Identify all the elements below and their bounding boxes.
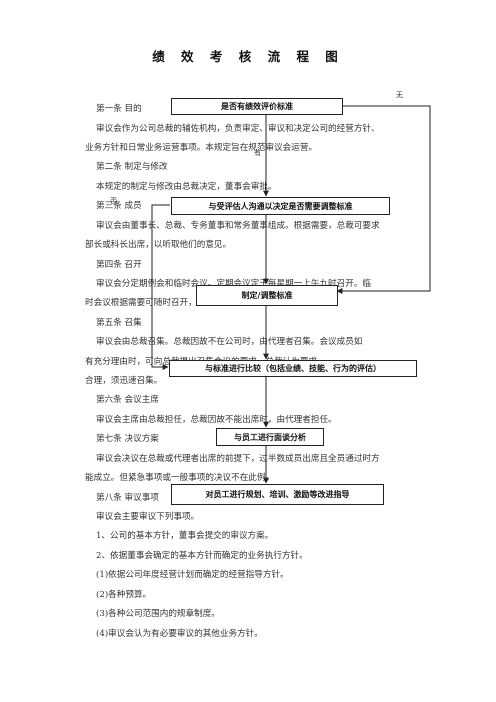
flow-arrow-skip bbox=[151, 204, 170, 370]
list-item: (2)各种预算。 bbox=[96, 590, 152, 600]
paragraph-line: 审议会主要审议下列事项。 bbox=[96, 512, 200, 522]
paragraph-line: 业务方针和日常业务运营事项。本规定旨在规范审议会运营。 bbox=[85, 143, 318, 153]
article-heading: 第三条 成员 bbox=[96, 201, 142, 211]
list-item: 1、公司的基本方针，董事会提交的审议方案。 bbox=[96, 531, 274, 541]
flow-step-has-standard: 是否有绩效评价标准 bbox=[171, 98, 343, 115]
list-item: (4)审议会认为有必要审议的其他业务方针。 bbox=[96, 629, 263, 639]
article-heading: 第七条 决议方案 bbox=[96, 434, 159, 444]
paragraph-line: 本规定的制定与修改由总裁决定，董事会审批。 bbox=[96, 182, 277, 192]
article-heading: 第二条 制定与修改 bbox=[96, 162, 168, 172]
flow-label-no: 无 bbox=[396, 91, 403, 99]
paragraph-line: 审议会主席由总裁担任，总裁因故不能出席时，由代理者担任。 bbox=[96, 415, 337, 425]
flow-step-compare: 与标准进行比较（包括业绩、技能、行为的评估） bbox=[169, 360, 417, 377]
paragraph-line: 部长或科长出席，以听取他们的意见。 bbox=[85, 240, 232, 250]
list-item: (1)依据公司年度经营计划而确定的经营指导方针。 bbox=[96, 570, 289, 580]
paragraph-line: 合理，须迅速召集。 bbox=[85, 376, 163, 386]
article-heading: 第一条 目的 bbox=[96, 104, 142, 114]
page-title: 绩 效 考 核 流 程 图 bbox=[152, 49, 344, 64]
paragraph-line: 能成立。但紧急事项或一般事项的决议不在此例。 bbox=[85, 473, 275, 483]
article-heading: 第六条 会议主席 bbox=[96, 395, 159, 405]
paragraph-line: 审议会作为公司总裁的辅佐机构，负责审定、审议和决定公司的经营方针、 bbox=[96, 124, 380, 134]
paragraph-line: 审议会决议在总裁或代理者出席的前提下，过半数成员出席且全员通过时方 bbox=[96, 454, 380, 464]
flow-step-improvement: 对员工进行规划、培训、激励等改进指导 bbox=[171, 484, 384, 505]
paragraph-line: 审议会由董事长、总裁、专务董事和常务董事组成。根据需要，总裁可要求 bbox=[96, 221, 380, 231]
article-heading: 第四条 召开 bbox=[96, 260, 142, 270]
list-item: 2、依据董事会确定的基本方针而确定的业务执行方针。 bbox=[96, 551, 308, 561]
paragraph-line: 审议会分定期例会和临时会议。定期会议定于每星期一上午九时召开。临 bbox=[96, 279, 372, 289]
flow-label-yes: 有 bbox=[254, 149, 261, 157]
flow-label-no2: 否 bbox=[110, 197, 117, 205]
flow-arrow-no bbox=[336, 105, 431, 294]
paragraph-line: 审议会由总裁召集。总裁因故不在公司时，由代理者召集。会议成员如 bbox=[96, 337, 363, 347]
article-heading: 第八条 审议事项 bbox=[96, 493, 159, 503]
flow-step-define-standard: 制定/调整标准 bbox=[196, 285, 338, 306]
flow-step-interview: 与员工进行面谈分析 bbox=[216, 428, 324, 446]
list-item: (3)各种公司范围内的规章制度。 bbox=[96, 609, 220, 619]
article-heading: 第五条 召集 bbox=[96, 318, 142, 328]
flow-step-communicate: 与受评估人沟通以决定是否需要调整标准 bbox=[171, 197, 390, 215]
